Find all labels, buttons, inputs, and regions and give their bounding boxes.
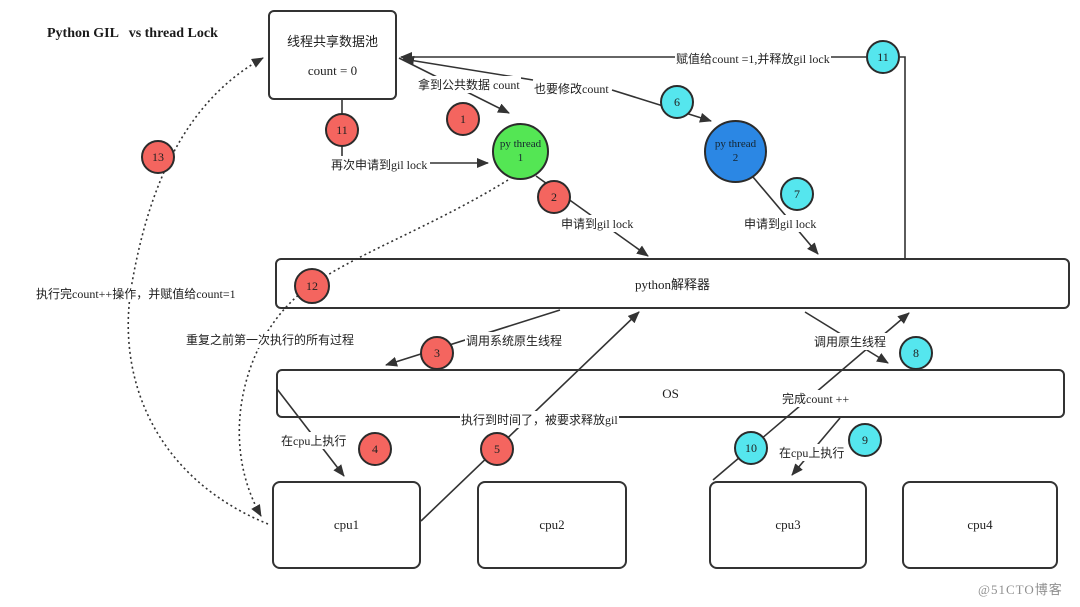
label-time-up-release-gil: 执行到时间了，被要求释放gil [460, 411, 619, 428]
node-cpu1: cpu1 [272, 481, 421, 569]
node-py-thread-1: py thread 1 [492, 123, 549, 180]
diagram-title: Python GIL vs thread Lock [47, 26, 218, 41]
py-thread-1-name: py thread [499, 137, 542, 150]
label-repeat-first-run: 重复之前第一次执行的所有过程 [185, 331, 356, 348]
label-got-shared-count: 拿到公共数据 count [417, 76, 521, 93]
step-9-badge: 9 [848, 423, 882, 457]
step-10-badge: 10 [734, 431, 768, 465]
label-acquire-gil-thread2: 申请到gil lock [743, 215, 818, 232]
step-7-badge: 7 [780, 177, 814, 211]
cpu4-label: cpu4 [967, 517, 993, 532]
node-python-interpreter: python解释器 [275, 258, 1070, 309]
node-cpu2: cpu2 [477, 481, 627, 569]
step-11-red-badge: 11 [325, 113, 359, 147]
step-6-badge: 6 [660, 85, 694, 119]
cpu3-label: cpu3 [775, 517, 801, 532]
edge-redo-dotted-cpu1-to-pool [127, 57, 269, 525]
step-8-badge: 8 [899, 336, 933, 370]
label-run-on-cpu-right: 在cpu上执行 [778, 444, 846, 461]
py-thread-2-number: 2 [732, 151, 739, 164]
node-os: OS [276, 369, 1065, 418]
py-thread-1-number: 1 [517, 151, 524, 164]
label-call-system-native-thread: 调用系统原生线程 [465, 332, 564, 349]
node-py-thread-2: py thread 2 [704, 120, 767, 183]
watermark-51cto: @51CTO博客 [978, 582, 1063, 597]
step-5-badge: 5 [480, 432, 514, 466]
node-shared-data-pool: 线程共享数据池 count = 0 [268, 10, 397, 100]
node-cpu4: cpu4 [902, 481, 1058, 569]
label-call-native-thread: 调用原生线程 [813, 333, 888, 350]
os-label: OS [662, 385, 679, 401]
step-1-badge: 1 [446, 102, 480, 136]
step-11-cyan-badge: 11 [866, 40, 900, 74]
label-finish-count-increment: 完成count ++ [781, 390, 851, 407]
label-acquire-gil-thread1: 申请到gil lock [560, 215, 635, 232]
python-interpreter-label: python解释器 [634, 277, 711, 292]
edge-interpreter-to-step11-riser [900, 56, 906, 258]
cpu1-label: cpu1 [333, 517, 360, 532]
step-13-badge: 13 [141, 140, 175, 174]
step-2-badge: 2 [537, 180, 571, 214]
label-assign-and-release-gil: 赋值给count =1,并释放gil lock [675, 50, 831, 67]
label-also-modify-count: 也要修改count [533, 80, 610, 97]
cpu2-label: cpu2 [539, 517, 565, 532]
node-cpu3: cpu3 [709, 481, 867, 569]
shared-pool-label: 线程共享数据池 [286, 34, 378, 49]
step-4-badge: 4 [358, 432, 392, 466]
shared-pool-count-value: count = 0 [307, 63, 358, 78]
label-reacquire-gil: 再次申请到gil lock [330, 156, 429, 173]
label-run-on-cpu-left: 在cpu上执行 [280, 432, 348, 449]
step-3-badge: 3 [420, 336, 454, 370]
step-12-badge: 12 [294, 268, 330, 304]
py-thread-2-name: py thread [714, 137, 757, 150]
label-finished-count-assign: 执行完count++操作，并赋值给count=1 [35, 285, 237, 302]
